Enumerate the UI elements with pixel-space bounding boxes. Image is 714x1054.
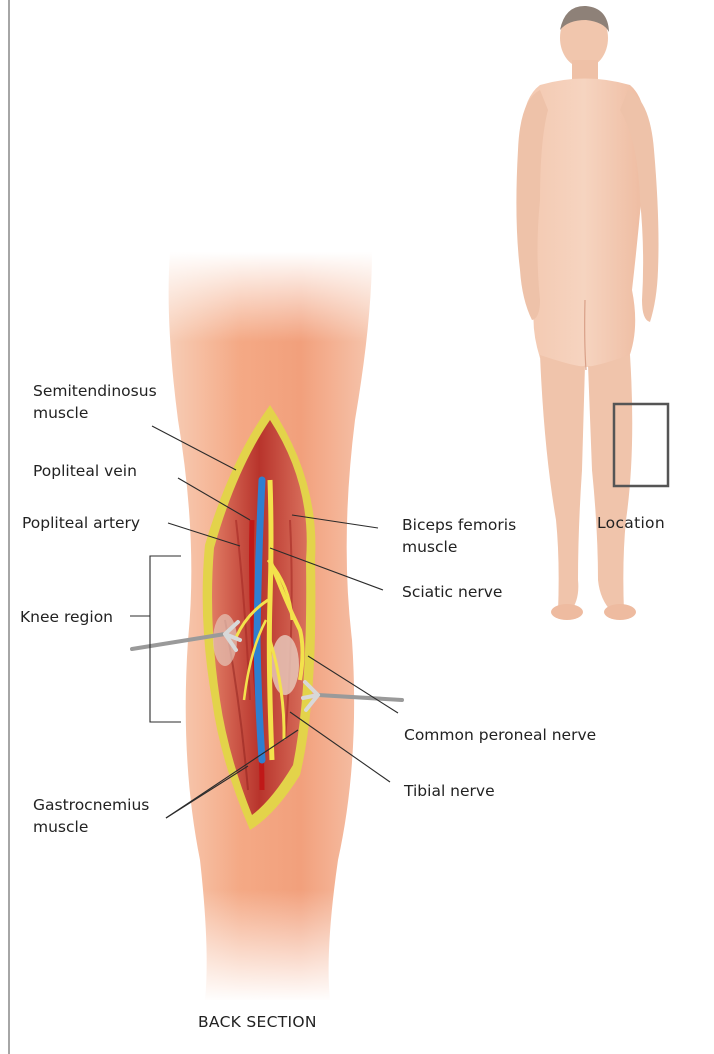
label-biceps-femoris-line2: muscle <box>402 538 457 556</box>
label-knee-region: Knee region <box>20 608 113 626</box>
label-biceps-femoris-line1: Biceps femoris <box>402 516 516 534</box>
label-tibial-nerve: Tibial nerve <box>403 782 495 800</box>
label-semitendinosus-line2: muscle <box>33 404 88 422</box>
label-sciatic-nerve: Sciatic nerve <box>402 583 502 601</box>
label-gastrocnemius-line2: muscle <box>33 818 88 836</box>
label-semitendinosus-line1: Semitendinosus <box>33 382 157 400</box>
label-popliteal-vein: Popliteal vein <box>33 462 137 480</box>
label-popliteal-artery: Popliteal artery <box>22 514 140 532</box>
label-location: Location <box>597 514 665 532</box>
label-back-section: BACK SECTION <box>198 1013 317 1031</box>
label-gastrocnemius-line1: Gastrocnemius <box>33 796 149 814</box>
label-common-peroneal-nerve: Common peroneal nerve <box>404 726 596 744</box>
